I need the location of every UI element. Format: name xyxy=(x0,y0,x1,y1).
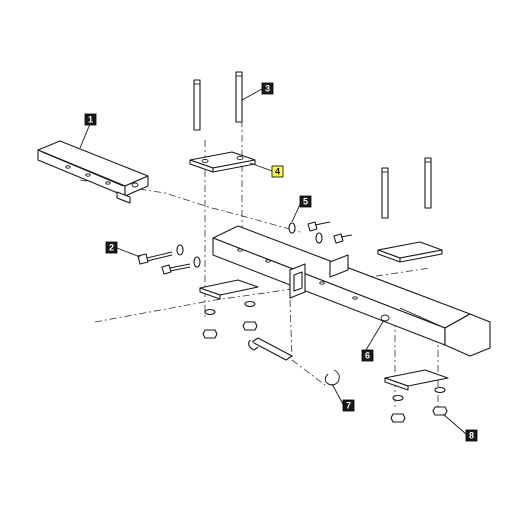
callout-2-label: 2 xyxy=(109,243,114,253)
callout-8-label: 8 xyxy=(469,431,474,441)
callout-3-label: 3 xyxy=(265,84,270,94)
callout-4-label: 4 xyxy=(275,167,280,177)
right-u-bolt xyxy=(381,157,432,219)
callout-6-label: 6 xyxy=(365,351,370,361)
callout-4: 4 xyxy=(271,165,284,178)
callout-6: 6 xyxy=(361,349,374,362)
callout-8: 8 xyxy=(465,429,478,442)
callout-5-label: 5 xyxy=(303,197,308,207)
main-receiver-tube xyxy=(212,225,491,357)
leader-lines xyxy=(79,88,467,435)
left-u-bolt xyxy=(193,71,243,131)
lower-clamp-plates xyxy=(199,279,449,391)
left-bolt-assembly xyxy=(137,244,201,275)
right-u-bolt-plate xyxy=(377,241,443,263)
callout-1: 1 xyxy=(84,113,97,126)
callout-2: 2 xyxy=(105,241,118,254)
left-u-bolt-plate xyxy=(189,151,256,173)
hitch-pin-and-clip xyxy=(248,337,340,386)
callout-7: 7 xyxy=(342,399,355,412)
left-channel-bar xyxy=(37,140,149,204)
lower-nuts xyxy=(202,300,448,423)
callout-1-label: 1 xyxy=(88,115,93,125)
center-bolt-assembly xyxy=(288,221,353,244)
callout-3: 3 xyxy=(261,82,274,95)
callout-7-label: 7 xyxy=(346,401,351,411)
callout-5: 5 xyxy=(299,195,312,208)
